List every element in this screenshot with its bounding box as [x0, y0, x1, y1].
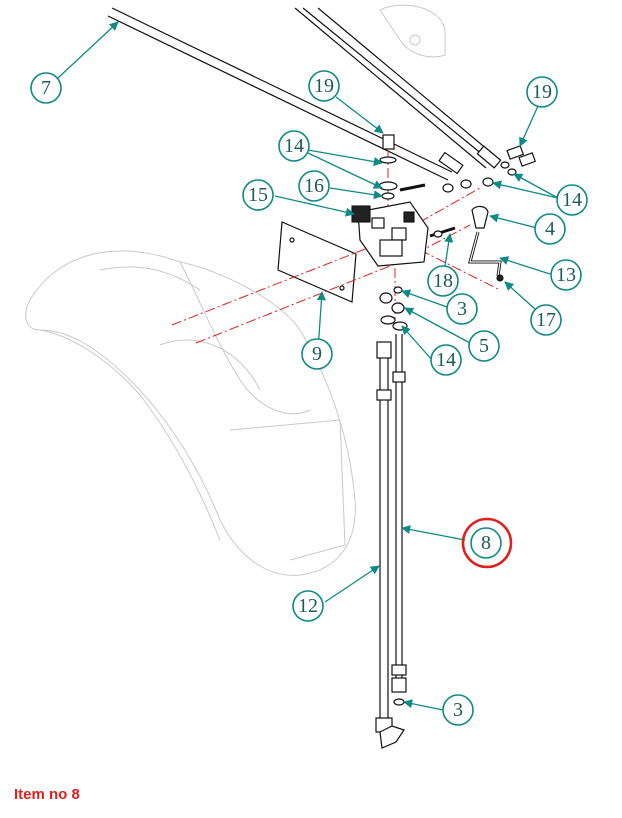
svg-text:8: 8 — [481, 532, 491, 554]
fender-ghost-drawing — [25, 4, 446, 576]
svg-text:19: 19 — [314, 75, 334, 97]
callout-5: 5 — [468, 330, 500, 362]
svg-text:18: 18 — [433, 270, 453, 292]
highlight-ring-item-8 — [461, 517, 513, 569]
svg-text:16: 16 — [304, 175, 324, 197]
svg-text:9: 9 — [312, 343, 322, 365]
part-9-plate — [277, 221, 357, 303]
callout-13: 13 — [550, 259, 582, 291]
callout-4: 4 — [534, 213, 566, 245]
callout-19-right: 19 — [526, 76, 558, 108]
exploded-parts-diagram: 7 19 19 14 16 15 14 4 13 18 3 17 5 9 14 … — [25, 4, 588, 749]
callout-19-left: 19 — [308, 70, 340, 102]
svg-text:15: 15 — [248, 184, 268, 206]
small-fittings — [378, 134, 537, 331]
part-15-valve-block — [351, 201, 429, 267]
callout-18: 18 — [427, 265, 459, 297]
svg-text:19: 19 — [532, 81, 552, 103]
callout-3-bottom: 3 — [442, 694, 474, 726]
svg-text:12: 12 — [298, 595, 318, 617]
part-12-hose — [375, 341, 405, 749]
item-caption: Item no 8 — [14, 786, 80, 803]
svg-text:3: 3 — [457, 298, 467, 320]
svg-text:3: 3 — [453, 699, 463, 721]
callout-14-right: 14 — [556, 184, 588, 216]
callout-14-top: 14 — [278, 130, 310, 162]
callout-14-bottom: 14 — [430, 344, 462, 376]
part-8-hose — [391, 334, 407, 706]
part-7-hose — [107, 7, 502, 181]
callout-12: 12 — [292, 590, 324, 622]
callout-leaders — [57, 21, 559, 711]
svg-text:13: 13 — [556, 264, 576, 286]
part-13-lever — [468, 231, 504, 282]
callout-9: 9 — [301, 338, 333, 370]
callout-3-top: 3 — [446, 293, 478, 325]
callout-15: 15 — [242, 179, 274, 211]
svg-text:4: 4 — [545, 218, 555, 240]
callout-16: 16 — [298, 170, 330, 202]
svg-text:14: 14 — [562, 189, 582, 211]
svg-text:14: 14 — [284, 135, 304, 157]
svg-text:17: 17 — [536, 309, 556, 331]
callout-17: 17 — [530, 304, 562, 336]
callout-7: 7 — [30, 72, 62, 104]
svg-text:14: 14 — [436, 349, 456, 371]
svg-text:7: 7 — [41, 77, 51, 99]
part-4-knob — [471, 205, 489, 229]
svg-text:5: 5 — [479, 335, 489, 357]
callout-8: 8 — [470, 527, 502, 559]
